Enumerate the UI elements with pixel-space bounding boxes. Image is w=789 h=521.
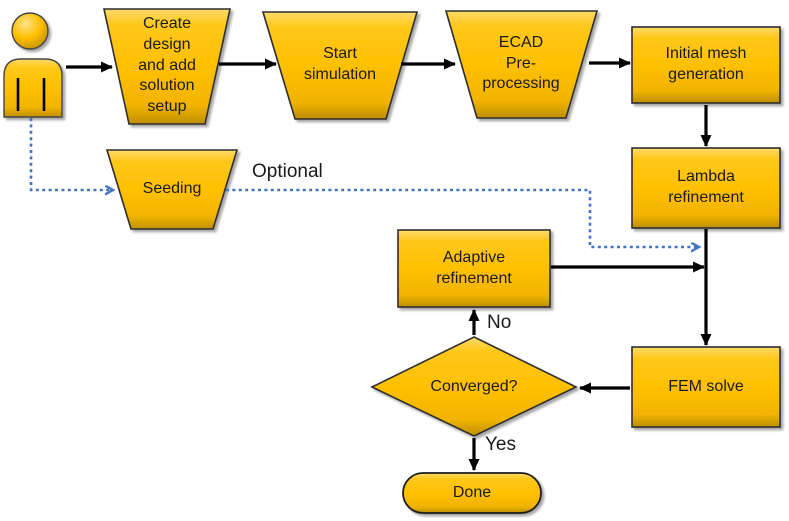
person-icon (3, 12, 63, 118)
dotted-arrow-user-to-seeding (29, 118, 113, 190)
node-create-design-shape (103, 8, 231, 125)
node-ecad-pre-processing-shape (444, 10, 599, 119)
node-done-shape (402, 472, 542, 514)
dotted-arrow-seeding-to-main-flow (226, 188, 699, 247)
node-start-simulation-shape (261, 11, 419, 120)
node-fem-solve-shape (631, 346, 781, 428)
person-head (11, 12, 49, 50)
node-seeding-shape (105, 149, 239, 230)
person-body (3, 58, 63, 118)
node-adaptive-refinement-shape (397, 229, 551, 308)
node-converged-shape (370, 336, 578, 437)
node-lambda-refinement-shape (631, 147, 781, 229)
node-initial-mesh-generation-shape (631, 26, 781, 104)
